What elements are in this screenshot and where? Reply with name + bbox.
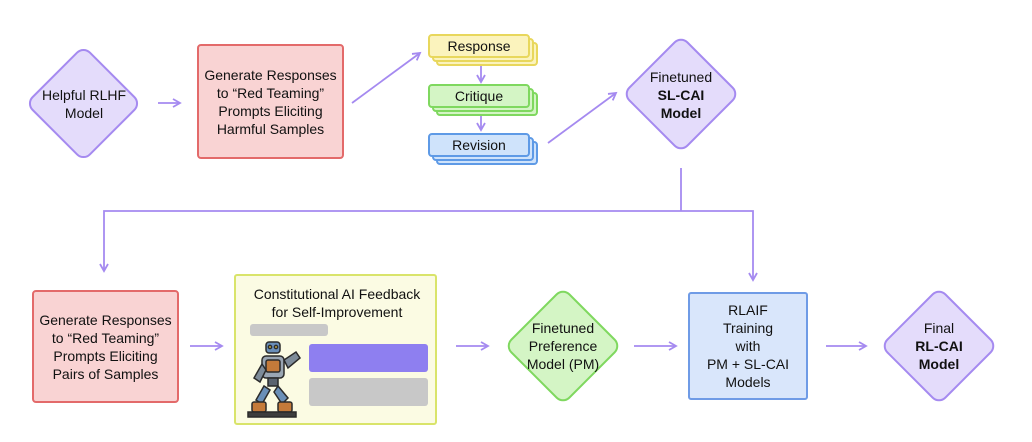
chat-bubble-purple [309,344,428,372]
robot-thinker-icon [247,341,301,418]
red-team-top-line1: Generate Responses [204,66,337,83]
red-team-bottom-line2: to “Red Teaming” [51,329,160,346]
chat-bubble-gray-large [309,378,428,406]
cai-feedback-line1: Constitutional AI Feedback [253,286,421,302]
arrow-to-redteam-bottom [99,210,681,273]
pm-line1: Finetuned [531,320,595,336]
red-team-top-line2: to “Red Teaming” [216,84,325,101]
pm-line3: Model (PM) [526,356,600,372]
rlaif-line2: Training [722,320,774,336]
revision-box [428,133,530,157]
red-team-bottom-line1: Generate Responses [39,311,172,328]
helpful-rlhf-label: Helpful RLHF Model [24,84,144,124]
preference-model-label: Finetuned Preference Model (PM) [503,318,623,374]
red-team-harmful-box: Generate Responses to “Red Teaming” Prom… [197,44,344,159]
rl-cai-label: Final RL-CAI Model [879,319,999,373]
pm-line2: Preference [528,338,598,354]
red-team-pairs-box: Generate Responses to “Red Teaming” Prom… [32,290,179,403]
rlaif-line1: RLAIF [728,302,768,318]
arrow-redteam-to-response [351,51,422,104]
red-team-bottom-line4: Pairs of Samples [52,365,159,382]
rl-cai-line2: RL-CAI [915,338,963,354]
response-label: Response [447,38,511,54]
chat-bubble-gray-small [250,324,328,336]
helpful-rlhf-line1: Helpful RLHF [41,87,127,103]
red-team-bottom-line3: Prompts Eliciting [53,347,158,364]
critique-label: Critique [454,88,504,104]
response-box [428,34,530,58]
helpful-rlhf-line2: Model [64,105,104,121]
rlaif-training-box: RLAIF Training with PM + SL-CAI Models [688,292,808,400]
rlaif-line5: Models [725,374,771,390]
red-team-top-line3: Prompts Eliciting [218,102,323,119]
rl-cai-line1: Final [923,320,955,336]
rlaif-line3: with [735,338,761,354]
critique-box [428,84,530,108]
sl-cai-line3: Model [660,105,702,121]
sl-cai-line2: SL-CAI [657,87,705,103]
revision-label: Revision [452,137,506,153]
cai-feedback-title: Constitutional AI Feedback for Self-Impr… [240,284,434,322]
rlaif-line4: PM + SL-CAI [706,356,790,372]
arrow-revision-to-slcai [547,91,618,144]
arrow-to-rlaif [681,210,758,282]
red-team-top-line4: Harmful Samples [216,120,325,137]
cai-feedback-line2: for Self-Improvement [271,304,403,320]
sl-cai-line1: Finetuned [649,69,713,85]
rl-cai-line3: Model [918,356,960,372]
sl-cai-label: Finetuned SL-CAI Model [621,68,741,122]
